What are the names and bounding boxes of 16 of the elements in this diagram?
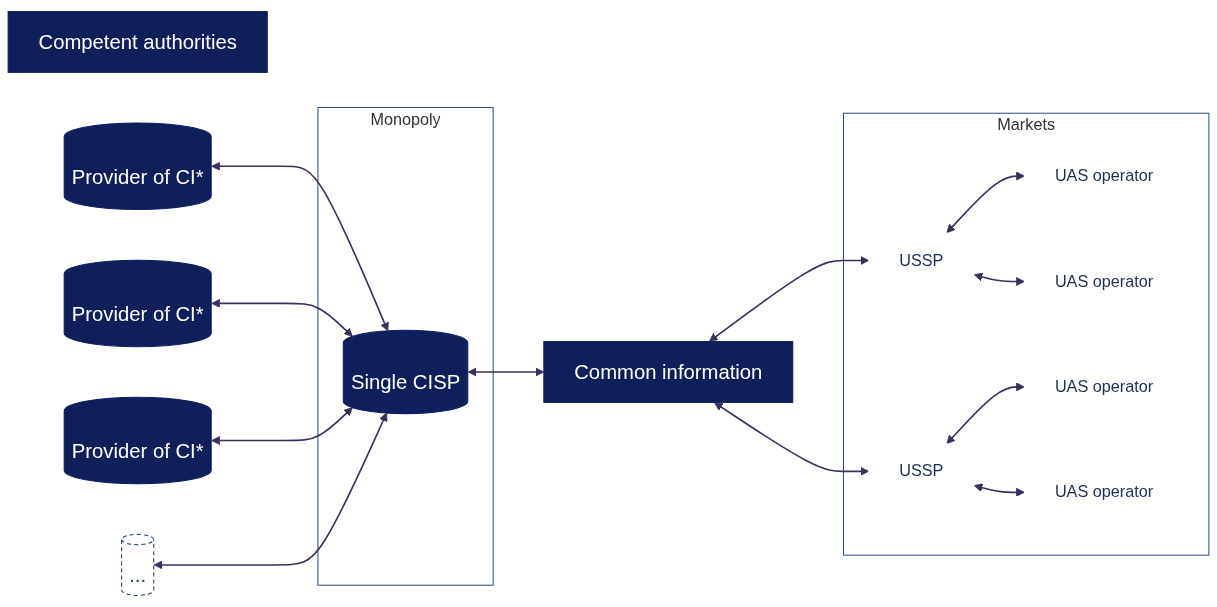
arrow xyxy=(211,298,353,337)
node-text: UAS operator xyxy=(1054,377,1154,396)
arrow xyxy=(946,382,1025,445)
arrow xyxy=(153,412,388,570)
node-text: USSP xyxy=(899,462,944,480)
node-text: UAS operator xyxy=(1054,483,1154,501)
node-text: UAS operator xyxy=(1054,272,1154,290)
arrow xyxy=(211,407,353,445)
arrow xyxy=(973,272,1025,286)
node-box: Common information xyxy=(543,341,794,403)
node-text: UAS operator xyxy=(1054,166,1154,185)
arrow xyxy=(973,483,1025,497)
node-box: Competent authorities xyxy=(7,11,268,73)
arrow xyxy=(946,171,1025,234)
arrow xyxy=(211,161,389,332)
node-text: USSP xyxy=(899,251,944,269)
